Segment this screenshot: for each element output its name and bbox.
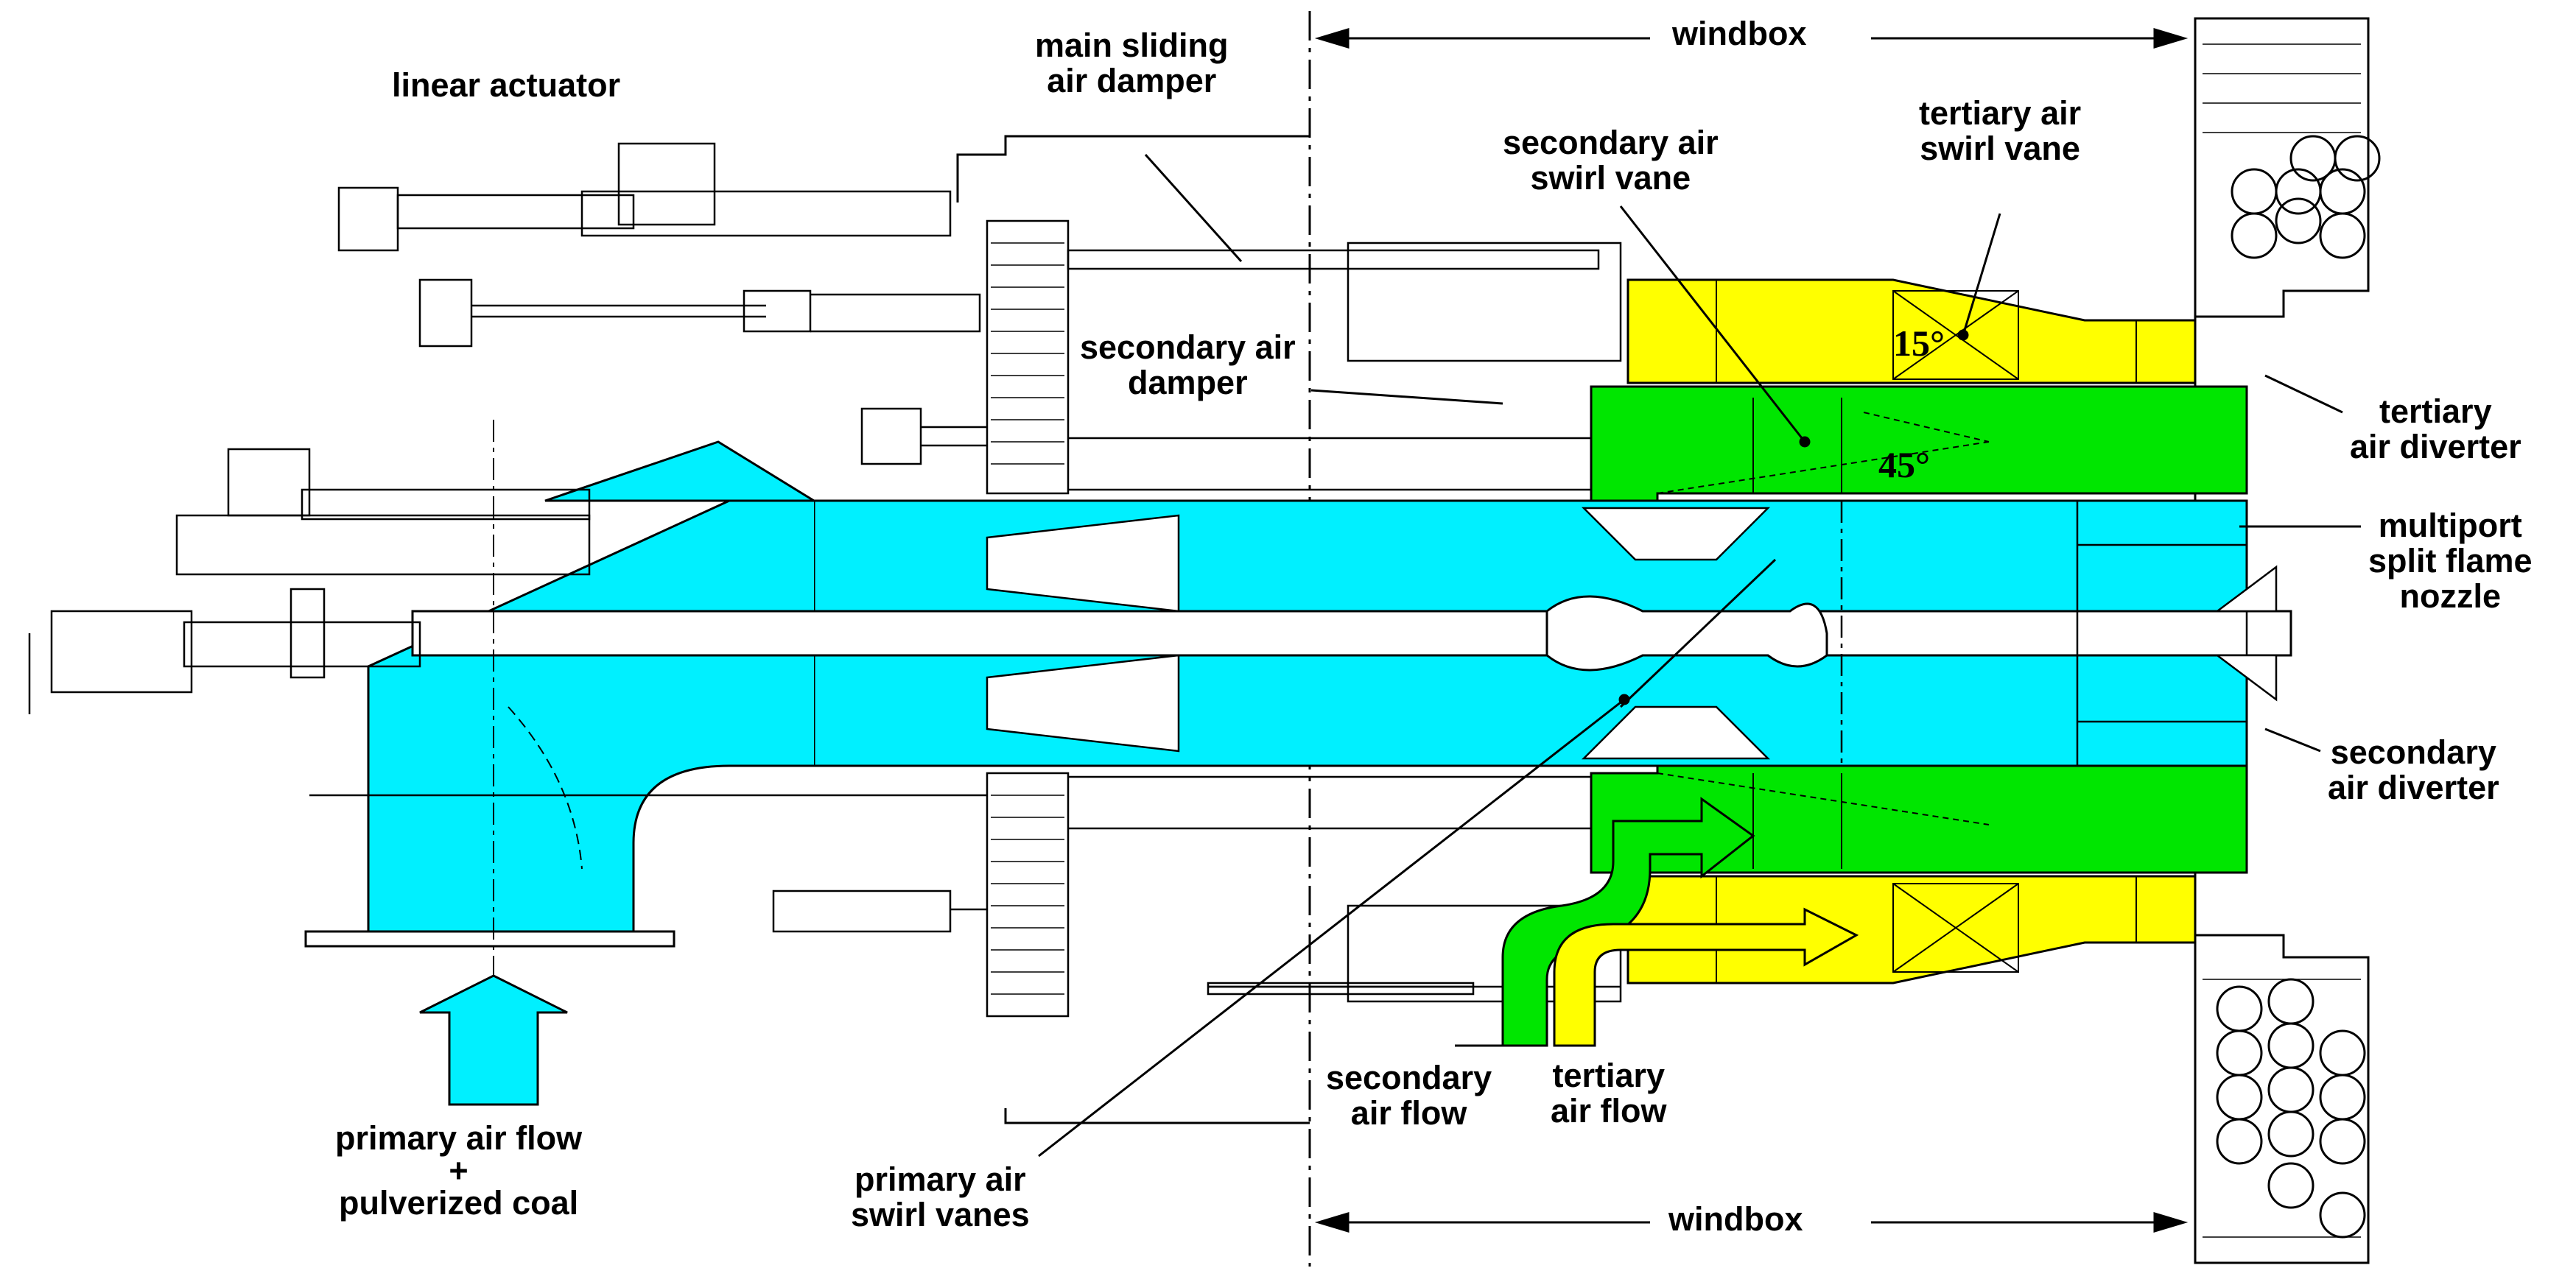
- main-sliding-air-damper-label: main sliding air damper: [1035, 28, 1229, 99]
- label-line: air flow: [1551, 1092, 1667, 1130]
- primary-air-passage: [304, 420, 2292, 987]
- windbox-label-top: windbox: [1672, 15, 1807, 52]
- label-line: air damper: [1047, 62, 1217, 99]
- label-line: tertiary: [2379, 392, 2492, 430]
- damper-register-block: [986, 219, 1622, 1018]
- label-line: primary air flow: [335, 1119, 583, 1157]
- secondary-air-damper-label: secondary air damper: [1080, 330, 1296, 401]
- linear-actuator-assembly: [28, 142, 1475, 996]
- tertiary-air-diverter-label: tertiary air diverter: [2350, 394, 2521, 465]
- label-line: air diverter: [2328, 769, 2499, 806]
- label-line: secondary air: [1503, 124, 1719, 161]
- label-line: secondary air: [1080, 328, 1296, 366]
- secondary-air-flow-label: secondary air flow: [1326, 1060, 1492, 1131]
- label-line: swirl vane: [1530, 159, 1691, 197]
- label-line: nozzle: [2399, 577, 2502, 615]
- label-line: secondary: [2330, 733, 2496, 771]
- label-line: split flame: [2368, 542, 2533, 580]
- tertiary-air-flow-label: tertiary air flow: [1551, 1058, 1667, 1129]
- primary-air-flow-label: primary air flow + pulverized coal: [335, 1121, 582, 1221]
- label-line: swirl vanes: [851, 1196, 1030, 1233]
- label-line: +: [449, 1152, 468, 1189]
- secondary-air-passage: [1590, 385, 2248, 874]
- label-line: tertiary: [1552, 1057, 1666, 1094]
- angle-label-15: 15°: [1893, 323, 1945, 364]
- angle-marker-45: [1863, 412, 1990, 443]
- label-line: swirl vane: [1920, 130, 2080, 167]
- label-line: main sliding: [1035, 27, 1229, 64]
- label-line: pulverized coal: [339, 1184, 579, 1222]
- label-line: secondary: [1326, 1059, 1492, 1096]
- secondary-air-diverter-label: secondary air diverter: [2328, 735, 2499, 806]
- tertiary-air-swirl-vane-label: tertiary air swirl vane: [1919, 96, 2081, 166]
- label-line: air flow: [1350, 1094, 1467, 1132]
- tertiary-air-passage: [1626, 278, 2197, 985]
- angle-label-45: 45°: [1878, 444, 1930, 485]
- windbox-dimension-arrows: [1314, 27, 2189, 1233]
- label-line: tertiary air: [1919, 94, 2082, 132]
- label-line: primary air: [854, 1160, 1026, 1198]
- label-line: damper: [1128, 364, 1248, 401]
- windbox-label-bottom: windbox: [1668, 1200, 1803, 1238]
- secondary-air-swirl-vane-label: secondary air swirl vane: [1503, 125, 1719, 196]
- tertiary-air-flow-arrow: [1553, 907, 1859, 1047]
- linear-actuator-label: linear actuator: [392, 66, 621, 104]
- primary-air-swirl-vanes-label: primary air swirl vanes: [851, 1162, 1030, 1233]
- label-line: multiport: [2378, 507, 2522, 544]
- leader-lines: [1038, 153, 2361, 1158]
- primary-air-inlet-arrow: [419, 974, 568, 1106]
- label-line: air diverter: [2350, 428, 2521, 465]
- multiport-split-flame-nozzle-label: multiport split flame nozzle: [2368, 508, 2533, 614]
